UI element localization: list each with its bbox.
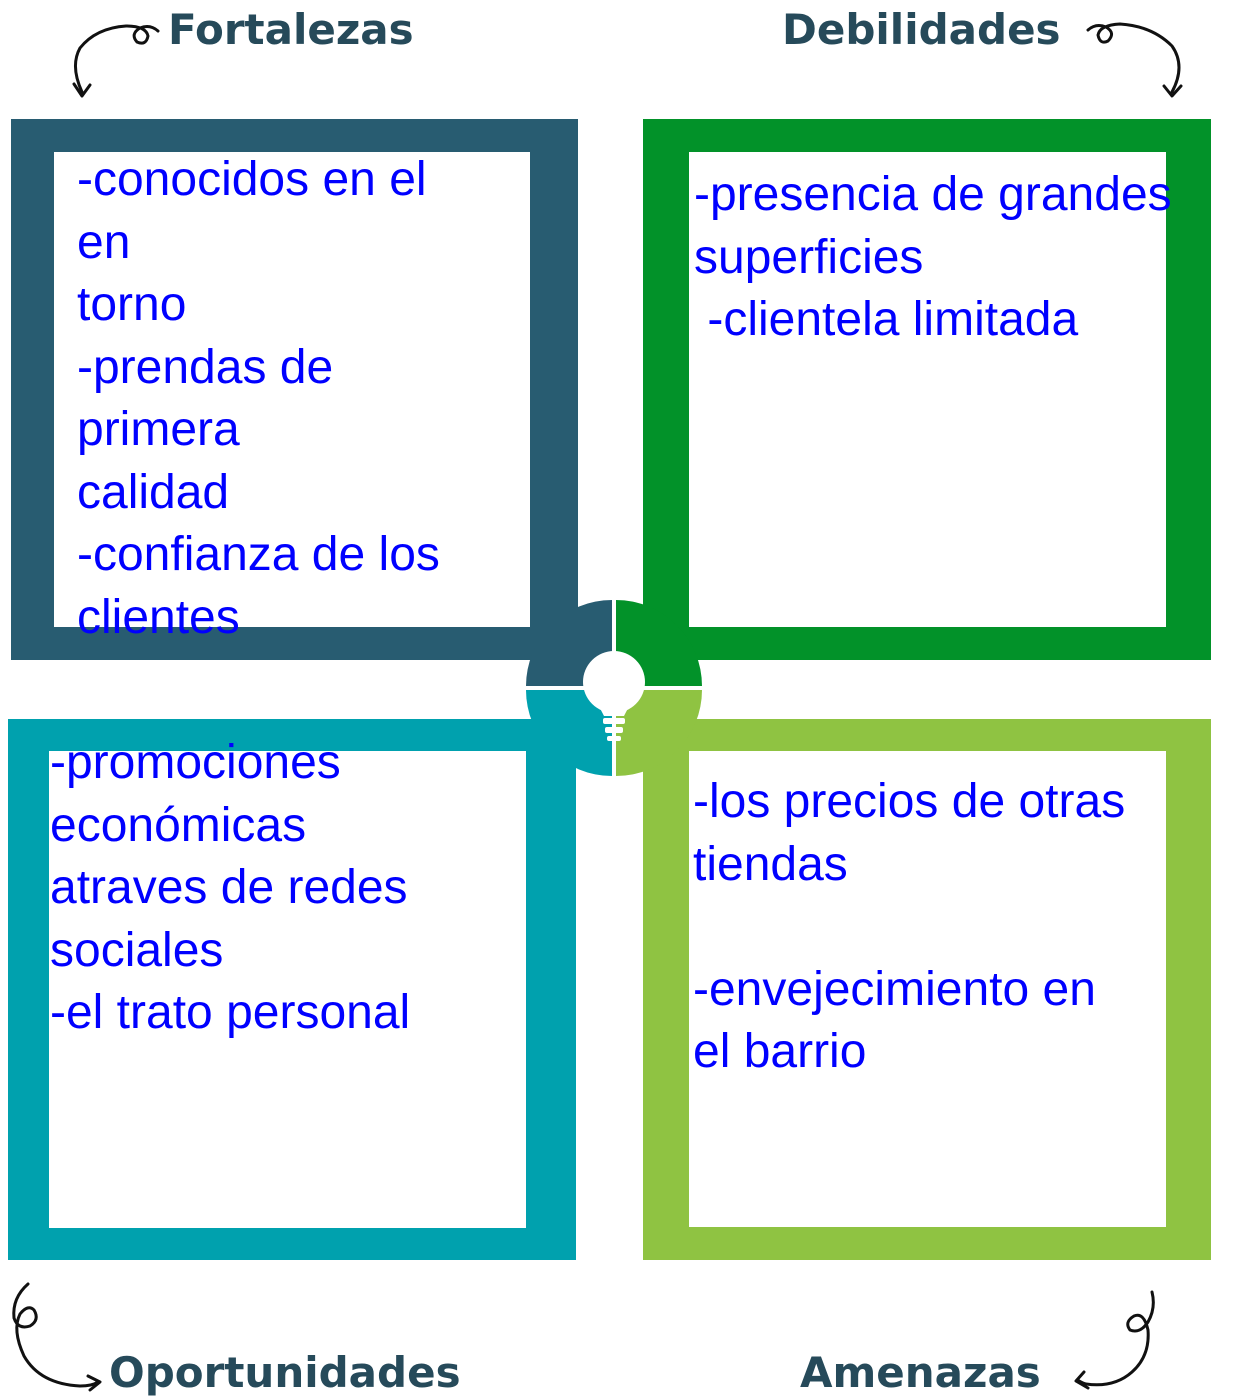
curly-arrow-icon <box>72 24 160 98</box>
curly-arrow-icon <box>12 1282 102 1392</box>
weaknesses-frame <box>643 119 1211 660</box>
opportunities-frame <box>8 719 576 1260</box>
hub-quarter-opportunities <box>526 690 612 776</box>
threats-heading: Amenazas <box>800 1348 1041 1397</box>
opportunities-text: -promociones económicas atraves de redes… <box>50 736 411 1039</box>
strengths-heading: Fortalezas <box>168 5 414 54</box>
curly-arrow-icon <box>1086 22 1183 98</box>
lightbulb-icon <box>583 651 645 741</box>
curly-arrow-icon <box>1074 1290 1155 1390</box>
opportunities-heading: Oportunidades <box>109 1348 461 1397</box>
opportunities-inner-box <box>49 751 526 1228</box>
hub-quarter-threats <box>616 690 702 776</box>
strengths-text: -conocidos en el en torno -prendas de pr… <box>77 153 440 644</box>
weaknesses-inner-box <box>689 152 1166 627</box>
weaknesses-heading: Debilidades <box>782 5 1061 54</box>
threats-text: -los precios de otras tiendas -envejecim… <box>693 775 1126 1078</box>
threats-inner-box <box>689 751 1166 1227</box>
threats-frame <box>643 719 1211 1260</box>
strengths-frame <box>11 119 578 660</box>
strengths-inner-box <box>54 152 530 627</box>
weaknesses-text: -presencia de grandes superficies -clien… <box>694 168 1172 346</box>
